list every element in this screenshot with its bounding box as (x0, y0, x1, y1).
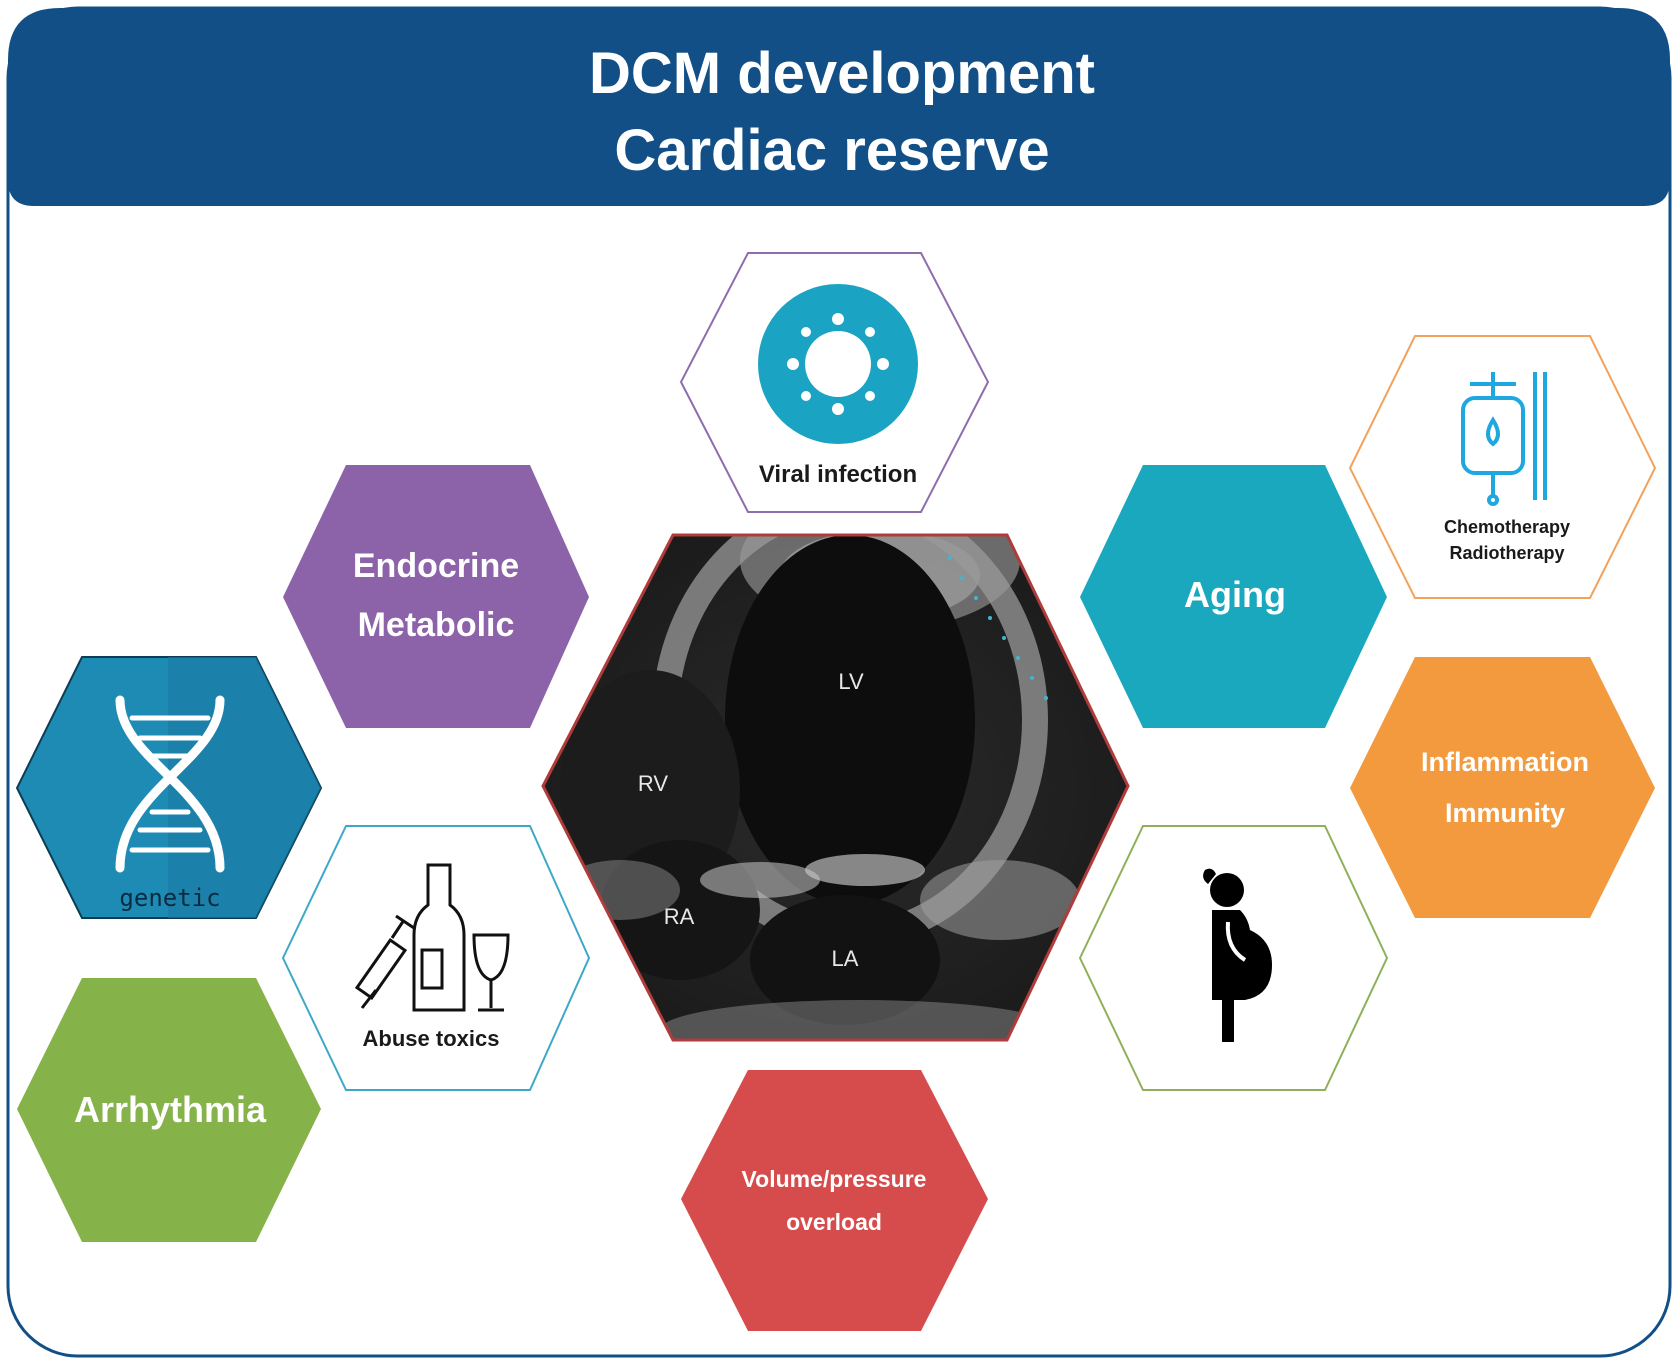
echo-label-ra: RA (664, 904, 695, 929)
header-title-line1: DCM development (589, 41, 1095, 106)
hex-inflammation-immunity: Inflammation Immunity (1350, 657, 1655, 918)
chemotherapy-label: Chemotherapy (1444, 517, 1570, 537)
endocrine-label: Endocrine (353, 547, 519, 585)
hex-aging: Aging (1080, 465, 1387, 728)
pregnant-woman-arm (1225, 921, 1247, 962)
hex-viral-infection: Viral infection (679, 252, 990, 513)
echo-label-rv: RV (638, 771, 668, 796)
aging-label: Aging (1184, 574, 1286, 615)
genetic-label: genetic (119, 884, 220, 912)
hex-genetic: genetic (15, 656, 323, 919)
echo-label-la: LA (832, 946, 859, 971)
iv-bag-icon (1461, 372, 1547, 506)
radiotherapy-label: Radiotherapy (1449, 543, 1564, 563)
immunity-label: Immunity (1445, 798, 1565, 828)
hex-arrhythmia: Arrhythmia (17, 978, 321, 1242)
hex-abuse-toxics: Abuse toxics (281, 825, 591, 1091)
header-band (8, 8, 1670, 206)
pregnant-woman-icon (1203, 868, 1272, 1042)
inflammation-label: Inflammation (1421, 747, 1589, 777)
echo-label-lv: LV (838, 669, 864, 694)
syringe-bottle-glass-icon (354, 863, 510, 1012)
echo-image: LV RV RA LA (541, 533, 1130, 1042)
arrhythmia-label: Arrhythmia (74, 1089, 267, 1130)
hex-chemo-radio: Chemotherapy Radiotherapy (1348, 335, 1657, 599)
dna-icon (115, 695, 225, 873)
header-title-line2: Cardiac reserve (614, 118, 1049, 183)
viral-infection-label: Viral infection (759, 461, 917, 488)
volume-pressure-label: Volume/pressure (742, 1166, 927, 1192)
hex-pregnancy (1078, 825, 1389, 1091)
overload-label: overload (786, 1209, 882, 1235)
virus-icon (758, 284, 918, 444)
hex-endocrine-metabolic: Endocrine Metabolic (283, 465, 589, 728)
hex-volume-pressure: Volume/pressure overload (681, 1070, 988, 1331)
metabolic-label: Metabolic (358, 606, 515, 644)
abuse-toxics-label: Abuse toxics (363, 1026, 500, 1051)
